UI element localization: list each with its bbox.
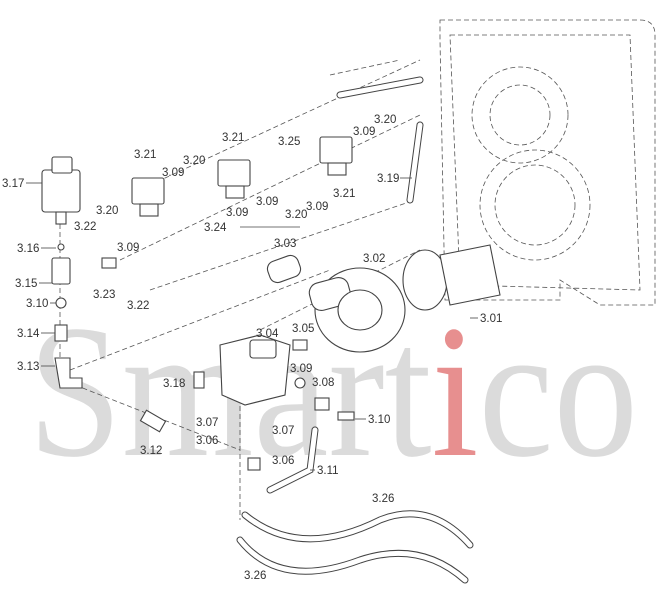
- air-flange: [402, 244, 501, 311]
- pressure-switch: [41, 156, 81, 225]
- part-label: 3.07: [272, 425, 294, 437]
- part-label: 3.20: [183, 155, 205, 167]
- part-label: 3.21: [134, 149, 156, 161]
- part-label: 3.22: [127, 300, 149, 312]
- part-label: 3.17: [2, 178, 24, 190]
- part-label: 3.06: [196, 435, 218, 447]
- part-label: 3.15: [15, 278, 37, 290]
- part-label: 3.16: [17, 243, 39, 255]
- part-label: 3.04: [256, 328, 279, 340]
- burner-housing: [439, 19, 656, 306]
- part-label: 3.10: [26, 298, 48, 310]
- part-label: 3.09: [256, 196, 278, 208]
- part-label: 3.21: [222, 132, 244, 144]
- part-label: 3.01: [480, 313, 502, 325]
- part-label: 3.13: [17, 361, 39, 373]
- part-label: 3.20: [96, 205, 118, 217]
- part-label: 3.22: [74, 221, 96, 233]
- part-label: 3.19: [377, 173, 399, 185]
- part-label: 3.03: [274, 238, 296, 250]
- solenoid-valve: [319, 136, 353, 176]
- part-label: 3.24: [204, 222, 227, 234]
- part-label: 3.05: [292, 323, 314, 335]
- part-label: 3.07: [196, 417, 218, 429]
- part-label: 3.09: [353, 126, 375, 138]
- part-label: 3.11: [317, 465, 339, 477]
- part-label: 3.23: [93, 289, 115, 301]
- part-label: 3.21: [333, 188, 355, 200]
- flexible-hoses: [236, 510, 474, 584]
- part-label: 3.09: [162, 167, 184, 179]
- part-label: 3.10: [368, 414, 390, 426]
- oil-pump: [219, 334, 291, 406]
- leader-lines: [26, 177, 478, 471]
- part-label: 3.25: [278, 136, 300, 148]
- solenoid-valve: [131, 177, 165, 217]
- part-label: 3.26: [372, 493, 394, 505]
- part-labels: 3.17 3.21 3.21 3.20 3.09 3.25 3.09 3.20 …: [2, 114, 502, 582]
- part-label: 3.06: [272, 455, 294, 467]
- part-label: 3.26: [244, 570, 266, 582]
- part-label: 3.20: [374, 114, 396, 126]
- solenoid-valve: [217, 159, 251, 199]
- part-label: 3.20: [285, 209, 307, 221]
- part-label: 3.18: [163, 378, 185, 390]
- part-label: 3.14: [17, 328, 40, 340]
- small-fittings: [51, 243, 355, 471]
- part-label: 3.09: [306, 201, 328, 213]
- part-label: 3.12: [140, 445, 162, 457]
- part-label: 3.08: [312, 377, 334, 389]
- part-label: 3.02: [363, 253, 385, 265]
- motor: [308, 267, 406, 353]
- part-label: 3.09: [290, 363, 312, 375]
- part-label: 3.09: [226, 207, 248, 219]
- part-label: 3.09: [117, 242, 139, 254]
